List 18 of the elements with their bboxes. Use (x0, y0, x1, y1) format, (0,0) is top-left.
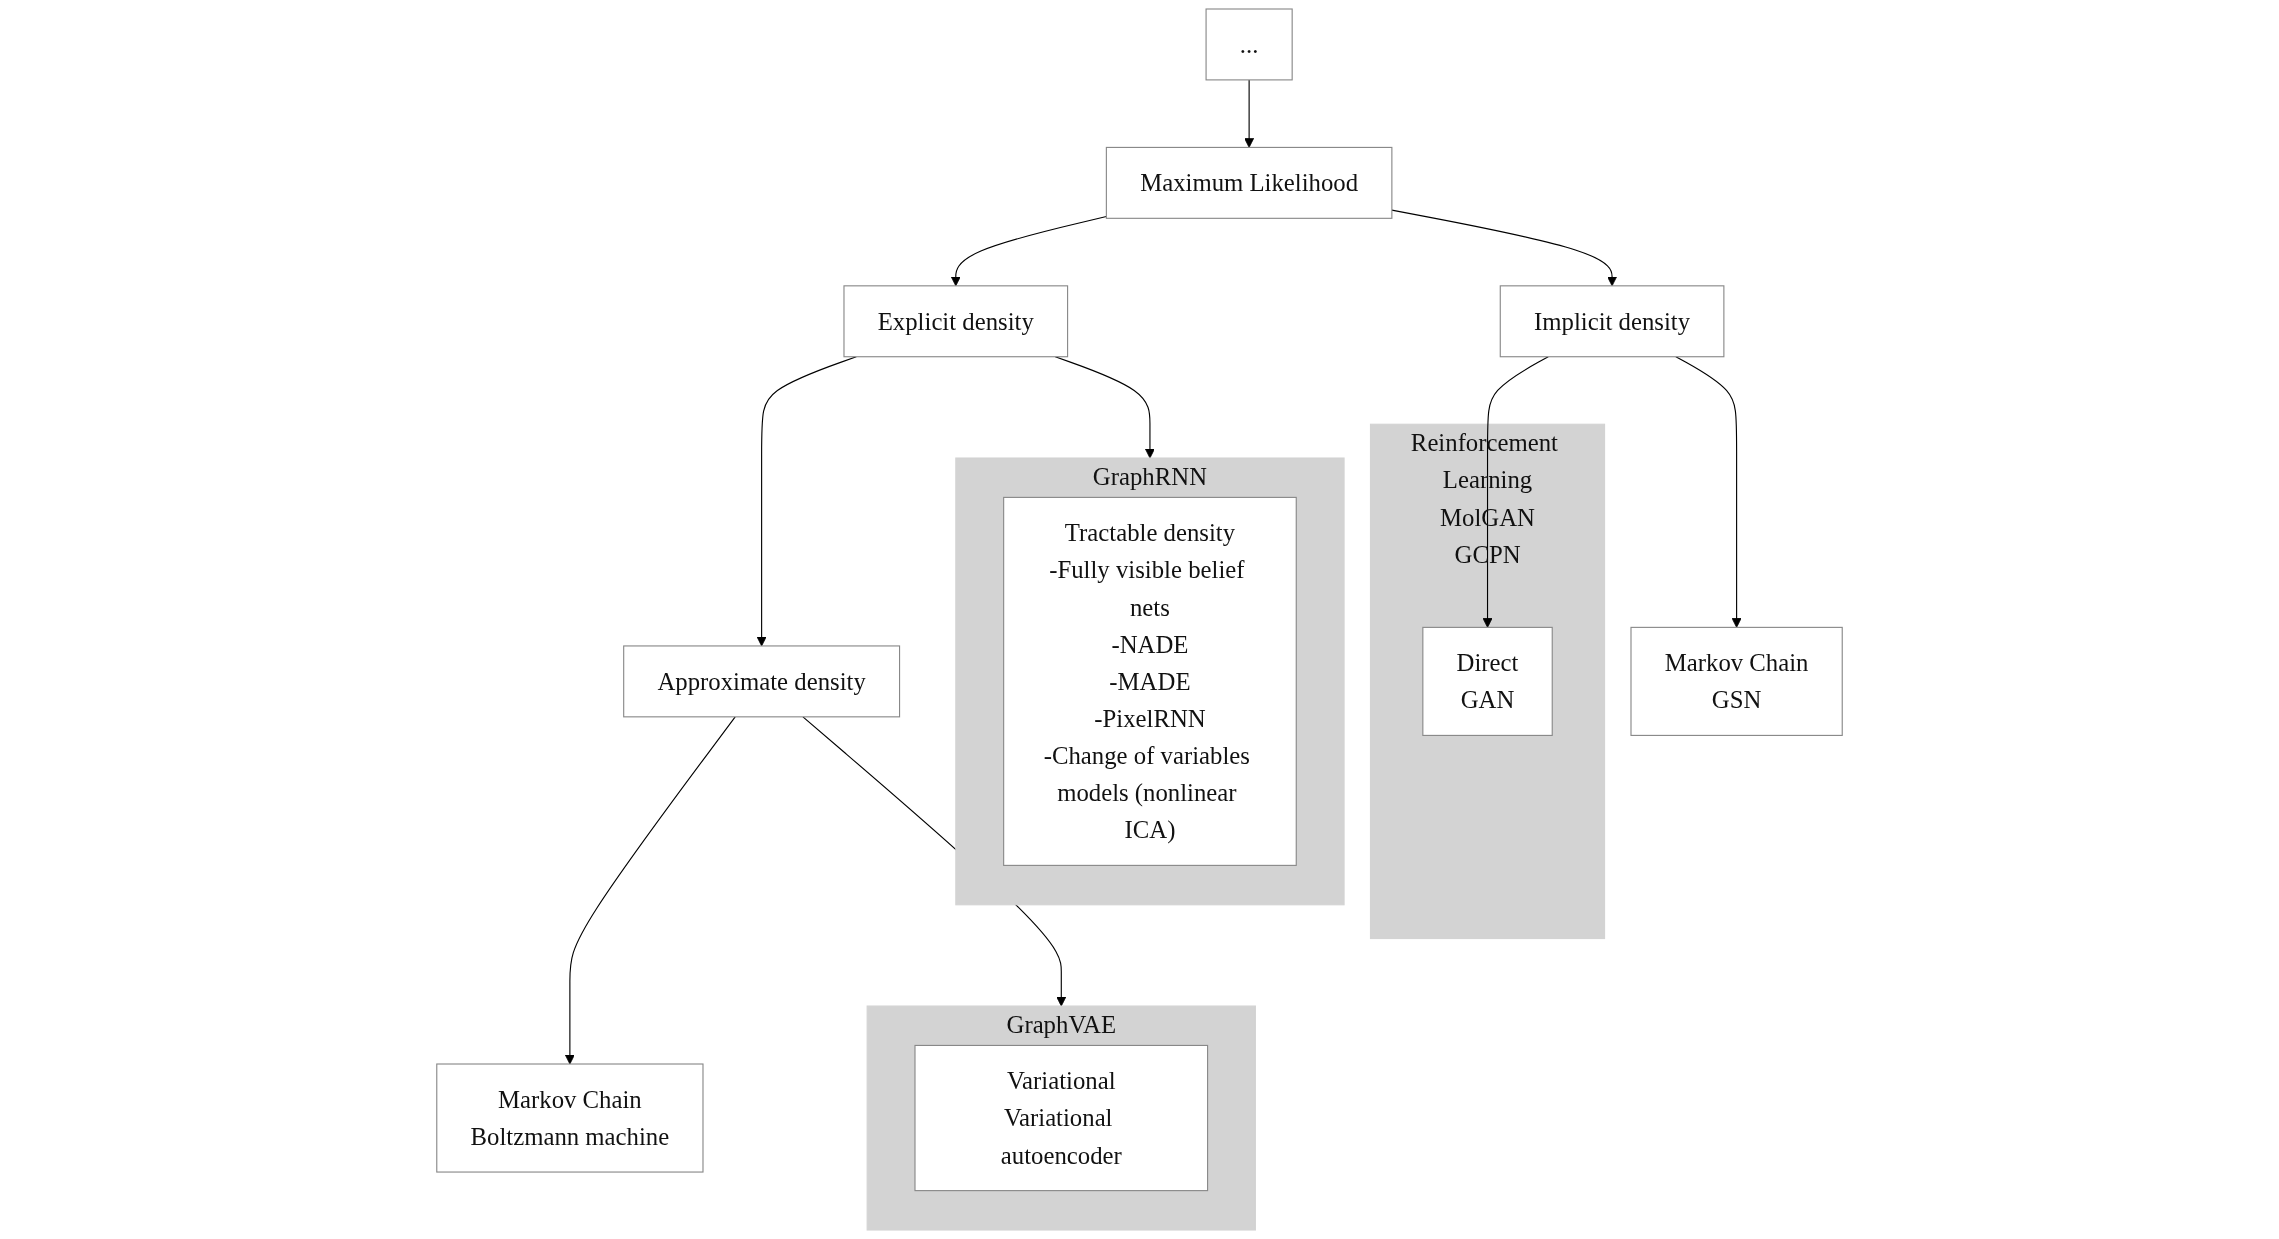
arrow (1244, 79, 1255, 148)
node-box: Approximate density (623, 645, 901, 718)
arrow (756, 356, 857, 647)
arrow (950, 216, 1107, 287)
node-box: Maximum Likelihood (1105, 146, 1393, 219)
node-box: Tractable density -Fully visible belief nets -NADE -MADE -PixelRNN -Change of variables models (nonlinear ICA) (1003, 496, 1297, 866)
arrow (564, 716, 736, 1065)
arrow (1391, 209, 1617, 287)
node-box: Explicit density (843, 285, 1069, 358)
node-box: Variational Variational autoencoder (914, 1044, 1209, 1192)
node-box: ... (1205, 8, 1293, 81)
arrow (1675, 356, 1742, 628)
node-box: Markov Chain Boltzmann machine (436, 1063, 704, 1173)
node-box: Markov Chain GSN (1630, 626, 1843, 736)
arrow (1054, 356, 1155, 459)
node-box: Direct GAN (1422, 626, 1553, 736)
arrow (1482, 356, 1549, 628)
node-box: Implicit density (1499, 285, 1725, 358)
